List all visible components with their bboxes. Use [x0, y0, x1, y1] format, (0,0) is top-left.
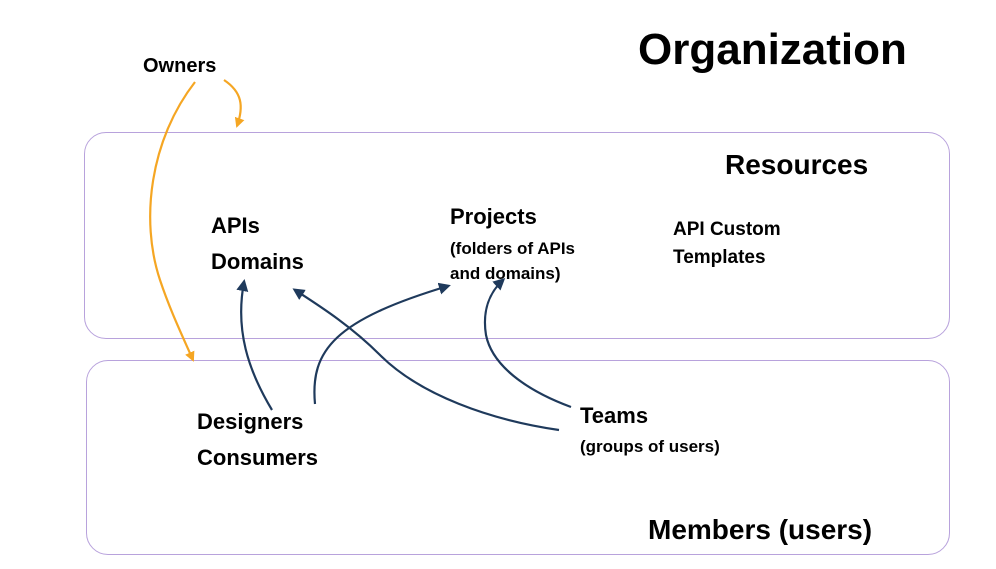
consumers-label: Consumers [197, 445, 319, 470]
teams-title: Teams [580, 403, 649, 428]
teams-to-domains-arrow [292, 288, 560, 432]
projects-subtitle-line1: (folders of APIs [450, 239, 575, 258]
owners-to-members-arrow [149, 81, 196, 362]
designers-label: Designers [197, 409, 304, 434]
members-title: Members (users) [648, 514, 873, 545]
templates-label-line1: API Custom [673, 219, 781, 240]
organization-title: Organization [638, 25, 907, 74]
members-container [86, 360, 950, 555]
designers-to-apis-arrow [236, 279, 273, 411]
teams-to-projects-arrow [483, 277, 572, 409]
teams-subtitle: (groups of users) [580, 437, 720, 456]
owners-label: Owners [143, 55, 217, 77]
resources-title: Resources [725, 149, 869, 180]
designers-to-projects-arrow [313, 282, 451, 405]
resources-container [84, 132, 950, 339]
projects-subtitle-line2: and domains) [450, 264, 561, 283]
owners-to-resources-arrow [223, 79, 245, 128]
templates-label-line2: Templates [673, 247, 766, 268]
projects-title: Projects [450, 204, 537, 229]
domains-label: Domains [211, 249, 304, 274]
apis-label: APIs [211, 213, 260, 238]
